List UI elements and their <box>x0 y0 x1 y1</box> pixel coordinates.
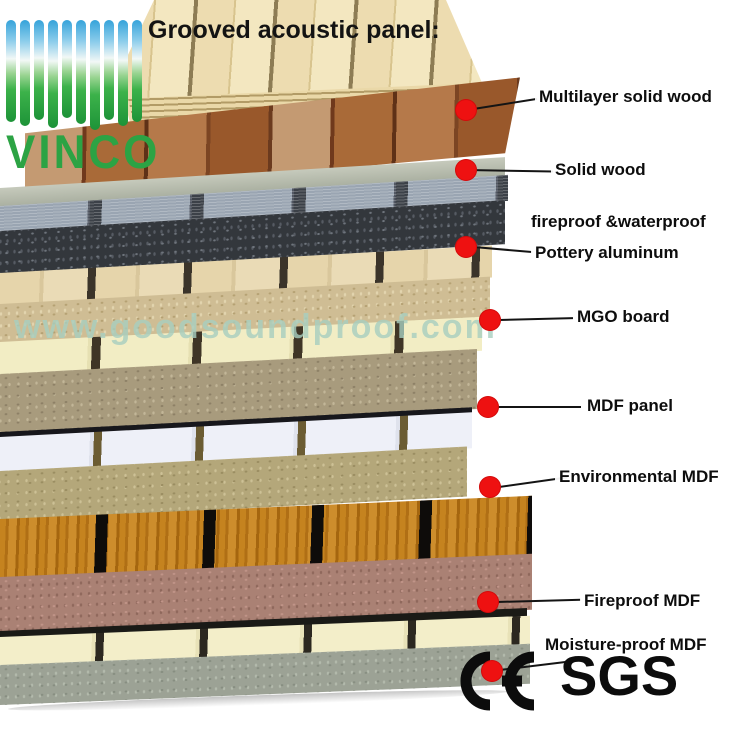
sgs-logo: SGS <box>560 644 679 707</box>
logo-equalizer-bars-icon <box>6 20 142 132</box>
callout-dot-solid-wood <box>455 159 477 181</box>
label-moisture-proof-mdf: Moisture-proof MDF <box>541 634 711 656</box>
callout-dot-multilayer-solid-wood <box>455 99 477 121</box>
callout-dot-fireproof-mdf <box>477 591 499 613</box>
label-multilayer-solid-wood: Multilayer solid wood <box>535 86 716 108</box>
label-solid-wood: Solid wood <box>551 159 650 181</box>
callout-dot-environmental-mdf <box>479 476 501 498</box>
callout-dot-pottery-aluminum <box>455 236 477 258</box>
label-mgo-board: MGO board <box>573 306 674 328</box>
callout-line <box>497 406 581 408</box>
callout-dot-mdf-panel <box>477 396 499 418</box>
label-fireproof-waterproof: fireproof &waterproof <box>527 211 710 233</box>
callout-dot-mgo-board <box>479 309 501 331</box>
label-pottery-aluminum: Pottery aluminum <box>531 242 683 264</box>
page-title: Grooved acoustic panel: <box>148 16 440 44</box>
label-environmental-mdf: Environmental MDF <box>555 466 723 488</box>
callout-dot-moisture-proof-mdf <box>481 660 503 682</box>
vinco-logo: VINCO <box>6 20 166 190</box>
ce-mark-logo <box>450 650 538 717</box>
label-fireproof-mdf: Fireproof MDF <box>580 590 705 612</box>
label-mdf-panel: MDF panel <box>583 395 677 417</box>
watermark-url: www.goodsoundproof.com <box>14 308 497 346</box>
logo-wordmark: VINCO <box>6 126 161 179</box>
